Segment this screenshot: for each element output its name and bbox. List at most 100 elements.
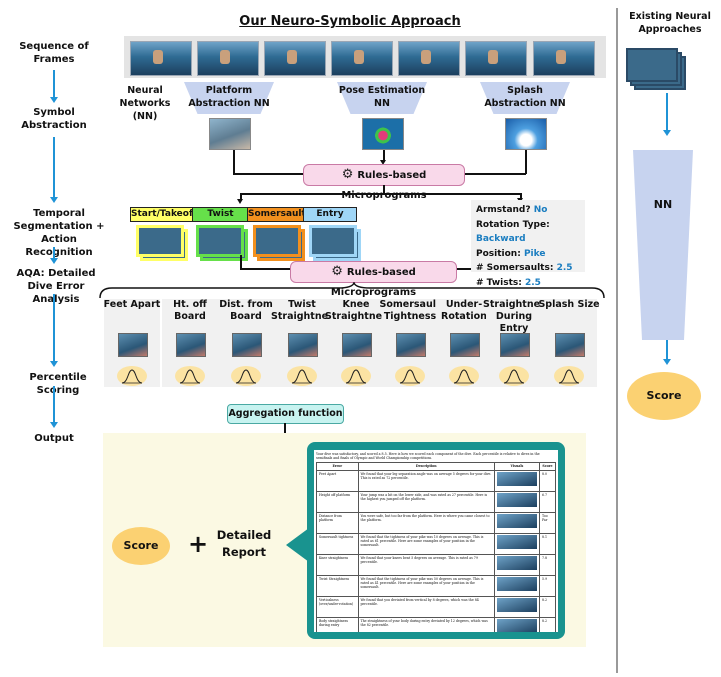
plus-sign: +	[188, 530, 209, 558]
dive-info-box: Armstand? No Rotation Type: Backward Pos…	[471, 200, 585, 288]
distribution-curve-icon	[449, 366, 479, 386]
dimensions-brace	[99, 282, 605, 299]
report-visual-image	[496, 577, 537, 591]
page-title: Our Neuro-Symbolic Approach	[239, 14, 461, 29]
stage-label-symbol: Symbol Abstraction	[21, 107, 87, 131]
report-cell-score: 7.8	[538, 554, 557, 576]
existing-frames	[626, 48, 678, 82]
flow-line	[53, 386, 55, 423]
existing-title: Existing Neural Approaches	[629, 11, 711, 35]
connector-arrow	[237, 199, 243, 204]
somersault-frames	[253, 225, 301, 257]
report-visual-image	[496, 535, 537, 549]
platform-nn-label: Platform Abstraction NN	[188, 85, 270, 109]
report-cell-score: 8.2	[538, 617, 557, 632]
report-visual	[493, 554, 540, 576]
frame-thumbnail	[264, 41, 326, 76]
dimension-image	[342, 333, 372, 357]
flow-arrow	[50, 197, 58, 203]
report-header: Error	[316, 462, 359, 471]
report-cell-error: Twist Straightness	[316, 575, 359, 597]
aggregation-box: Aggregation function	[227, 404, 344, 424]
report-cell-error: Height off platform	[316, 491, 359, 513]
existing-nn-label: NN	[653, 198, 673, 211]
connector-arrow	[380, 160, 386, 165]
distribution-curve-icon	[499, 366, 529, 386]
flow-line	[666, 93, 668, 131]
report-pointer	[286, 528, 309, 562]
report-table: Error Description Visuals Score Feet Apa…	[316, 462, 557, 632]
segment-entry: Entry	[303, 207, 357, 222]
dimension-label: Ht. off Board	[173, 299, 207, 322]
report-cell-desc: We found that your knees bent 5 degrees …	[357, 554, 495, 576]
platform-nn-shape	[184, 82, 274, 114]
distribution-curve-icon	[231, 366, 261, 386]
stage-label-temporal: Temporal Segmentation + Action Recogniti…	[13, 208, 105, 258]
twist-frames	[196, 225, 244, 257]
report-cell-error: Knee straightness	[316, 554, 359, 576]
report-cell-error: Distance from platform	[316, 512, 359, 534]
stage-label-frames: Sequence of Frames	[19, 41, 89, 65]
distribution-curve-icon	[554, 366, 584, 386]
dimension-label: Twist Straightness	[271, 299, 340, 322]
connector	[455, 268, 471, 270]
connector	[520, 193, 522, 199]
report-header: Visuals	[493, 462, 540, 471]
entry-frames	[309, 225, 357, 257]
connector	[463, 173, 526, 175]
dimension-image	[555, 333, 585, 357]
segment-twist: Twist	[192, 207, 249, 222]
dive-info-row: Rotation Type: Backward	[476, 219, 550, 245]
stage-label-percentile: Percentile Scoring	[29, 372, 87, 396]
existing-nn-shape	[633, 150, 693, 340]
frame-thumbnail	[331, 41, 393, 76]
dimension-label: Splash Size	[538, 299, 600, 310]
connector	[525, 150, 527, 174]
report-cell-score: 8.1	[538, 533, 557, 555]
pose-nn-label: Pose Estimation NN	[338, 85, 426, 109]
dimension-image	[118, 333, 148, 357]
report-cell-desc: You were safe, but too far from the plat…	[357, 512, 495, 534]
distribution-curve-icon	[395, 366, 425, 386]
report-cell-error: Body straightness during entry	[316, 617, 359, 632]
report-visual	[493, 575, 540, 597]
gear-icon: ⚙	[331, 264, 343, 279]
flow-arrow	[663, 130, 671, 136]
report-visual	[493, 533, 540, 555]
flow-line	[53, 70, 55, 98]
dimension-label: Under-Rotation	[441, 299, 487, 322]
flow-arrow	[50, 97, 58, 103]
dimension-image	[500, 333, 530, 357]
report-cell-score: 8.2	[538, 596, 557, 618]
dimension-label: Dist. from Board	[219, 299, 273, 322]
frame-thumbnail	[398, 41, 460, 76]
report-visual-image	[496, 472, 537, 486]
flow-arrow	[50, 258, 58, 264]
dive-info-row: # Twists: 2.5	[476, 277, 541, 288]
distribution-curve-icon	[175, 366, 205, 386]
report-cell-score: 5.9	[538, 575, 557, 597]
dive-info-row: Position: Pike	[476, 248, 546, 259]
flow-line	[666, 340, 668, 360]
report-row: Verticalness (over/under-rotation)We fou…	[316, 596, 557, 618]
dimension-image	[450, 333, 480, 357]
start-takeoff-frames	[136, 225, 184, 257]
segment-somersault: Somersault	[247, 207, 306, 222]
dive-info-row: # Somersaults: 2.5	[476, 263, 573, 273]
report-visual	[493, 617, 540, 632]
connector	[383, 185, 385, 193]
gear-icon: ⚙	[341, 167, 354, 182]
report-visual-image	[496, 493, 537, 507]
microprograms-box: ⚙Rules-based Microprograms	[303, 164, 465, 201]
report-visual-image	[496, 556, 537, 570]
nn-label: Neural Networks (NN)	[119, 85, 171, 122]
connector	[240, 255, 242, 269]
dimension-label: Knee Straightness	[325, 299, 394, 322]
splash-nn-shape	[480, 82, 570, 114]
dimension-label: Straightness During Entry	[483, 299, 552, 334]
report-cell-desc: Your jump was a bit on the lower side, a…	[357, 491, 495, 513]
